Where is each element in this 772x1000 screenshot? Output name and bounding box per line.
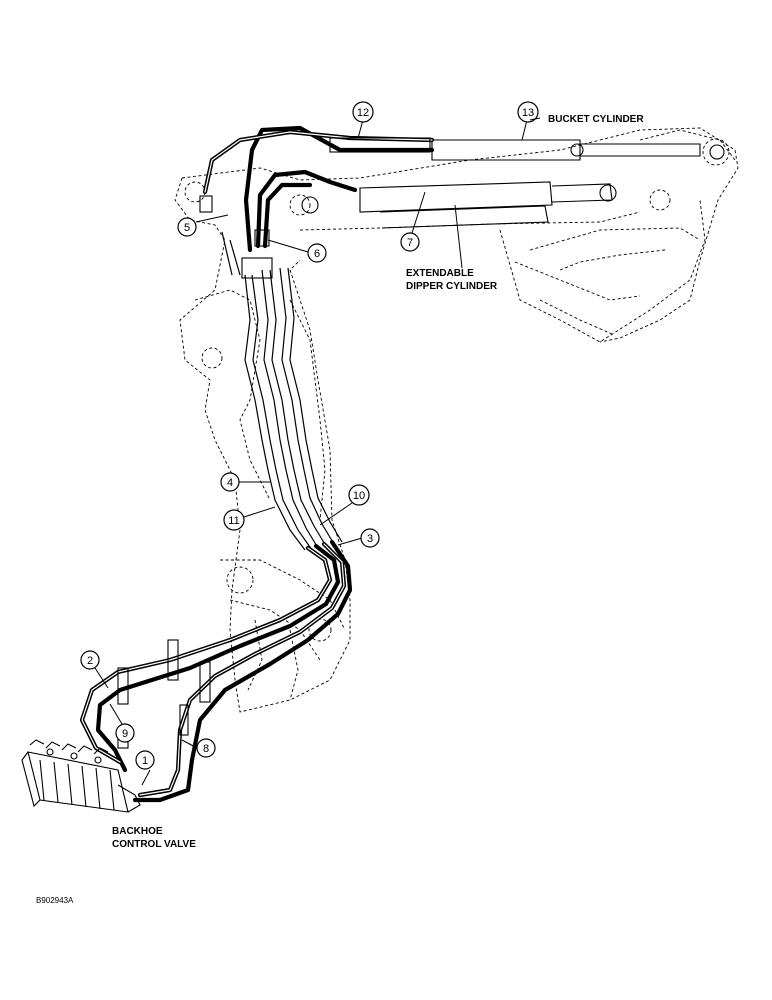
svg-text:2: 2 — [87, 655, 93, 667]
svg-text:3: 3 — [367, 533, 373, 545]
svg-text:4: 4 — [227, 477, 233, 489]
hydraulic-hoses — [79, 125, 435, 803]
callout-4: 4 — [220, 472, 270, 492]
callout-13: 13 — [517, 101, 539, 141]
callout-5: 5 — [177, 214, 229, 237]
bucket-cylinder — [431, 139, 725, 161]
control-valve-label-line2: CONTROL VALVE — [112, 839, 196, 850]
svg-text:5: 5 — [184, 222, 190, 234]
svg-text:9: 9 — [122, 728, 128, 740]
callout-8: 8 — [181, 738, 216, 758]
hose-clamps — [117, 137, 431, 749]
dipper-cylinder — [301, 181, 617, 229]
svg-text:8: 8 — [203, 743, 209, 755]
callout-11: 11 — [223, 506, 276, 531]
callout-12: 12 — [352, 101, 374, 139]
dipper-cylinder-label-line1: EXTENDABLE — [406, 268, 474, 279]
svg-text:12: 12 — [357, 107, 369, 119]
svg-text:6: 6 — [314, 248, 320, 260]
svg-text:7: 7 — [407, 237, 413, 249]
callout-7: 7 — [400, 191, 426, 252]
svg-text:11: 11 — [228, 515, 239, 527]
control-valve-label-line1: BACKHOE — [112, 826, 163, 837]
callout-2: 2 — [80, 650, 109, 689]
callout-9: 9 — [109, 703, 135, 743]
figure-id: B902943A — [36, 896, 74, 905]
backhoe-control-valve — [21, 739, 141, 813]
svg-text:13: 13 — [522, 107, 534, 119]
callout-6: 6 — [267, 239, 327, 263]
bucket-label-leader — [529, 117, 541, 121]
callout-1: 1 — [135, 750, 155, 786]
svg-text:1: 1 — [142, 755, 148, 767]
callout-10: 10 — [319, 484, 370, 526]
dipper-cylinder-label-line2: DIPPER CYLINDER — [406, 281, 498, 292]
callout-3: 3 — [337, 528, 380, 548]
boom-tubes — [221, 231, 343, 551]
svg-text:10: 10 — [353, 490, 365, 502]
bucket-cylinder-label: BUCKET CYLINDER — [548, 114, 644, 125]
dipper-label-leader — [454, 204, 463, 269]
